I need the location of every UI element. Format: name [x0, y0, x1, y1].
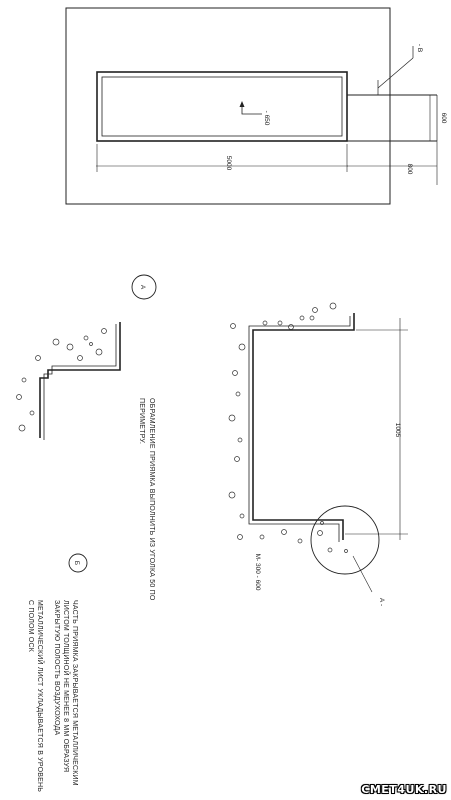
aggregate [235, 391, 241, 397]
aggregate [309, 315, 315, 321]
aggregate [77, 355, 83, 361]
dim-5000-label: 5000 [225, 156, 232, 171]
aggregate [344, 549, 348, 553]
aggregate [83, 335, 89, 341]
aggregate [299, 315, 305, 321]
marker-b-circle [68, 553, 88, 573]
aggregate [18, 424, 26, 432]
aggregate [29, 410, 35, 416]
aggregate [259, 534, 265, 540]
detail-circle [310, 505, 380, 575]
plan-view [65, 7, 438, 205]
detail-a-wall-inner [43, 324, 117, 440]
section-a-concrete [228, 302, 348, 553]
plan-border [65, 7, 391, 205]
dim-1005-label: 1005 [394, 423, 401, 438]
aggregate [228, 491, 236, 499]
detail-leader [352, 555, 373, 593]
aggregate [277, 320, 283, 326]
aggregate [238, 343, 246, 351]
aggregate [239, 513, 245, 519]
aggregate [16, 394, 22, 400]
marker-b-label: Б [73, 561, 80, 565]
section-a-wall-outer [252, 313, 355, 540]
aggregate [232, 370, 238, 376]
note-b-line2: ЛИСТОМ ТОЛЩИНОЙ НЕ МЕНЕЕ 8 ММ ОБРАЗУЯ [62, 600, 71, 772]
section-a-wall-inner [248, 316, 351, 542]
aggregate [230, 323, 236, 329]
aggregate [237, 437, 243, 443]
note-a-line2: ПЕРИМЕТРУ. [138, 398, 145, 444]
note-a-line1: ОБРАМЛЕНИЕ ПРИЯМКА ВЫПОЛНИТЬ ИЗ УГОЛКА 5… [148, 398, 155, 601]
detail-a-concrete [16, 328, 107, 432]
aggregate [288, 324, 294, 330]
marker-a-circle [131, 274, 157, 300]
depth-arrow [241, 103, 262, 115]
aggregate [21, 377, 27, 383]
depth-label: - 650 [263, 111, 270, 126]
pit-inner-outline [101, 76, 343, 137]
note-b-line4: МЕТАЛЛИЧЕСКИЙ ЛИСТ УКЛАДЫВАЕТСЯ В УРОВЕН… [36, 600, 45, 792]
aggregate [101, 328, 107, 334]
detail-a [39, 322, 121, 440]
aggregate [281, 529, 287, 535]
aggregate [52, 338, 60, 346]
marker-a-label: А [139, 285, 146, 290]
note-b-line5: С ПОЛОМ ОСК [27, 600, 34, 653]
dim-600-label: 600 [440, 113, 447, 124]
aggregate [317, 530, 323, 536]
aggregate [234, 456, 240, 462]
aggregate [312, 307, 318, 313]
pit-outline [96, 71, 348, 142]
aggregate [66, 343, 74, 351]
aggregate [297, 538, 303, 544]
aggregate [35, 355, 41, 361]
depth-arrow-head [239, 101, 245, 107]
aggregate [327, 547, 333, 553]
watermark: СМЕТ4UK.RU [361, 783, 447, 796]
aggregate [228, 414, 236, 422]
detail-a-wall-outer [39, 322, 121, 438]
section-b-leader [377, 57, 414, 89]
note-b-line1: ЧАСТЬ ПРИЯМКА ЗАКРЫВАЕТСЯ МЕТАЛЛИЧЕСКИМ [71, 600, 78, 786]
section-a-callout: А - [378, 598, 385, 606]
aggregate [320, 521, 324, 525]
aggregate [262, 320, 268, 326]
dim-800-label: 800 [406, 164, 413, 175]
aggregate [329, 302, 337, 310]
dim-width-label: М- 300 - 600 [254, 554, 261, 591]
note-b-line3: ЗАКРЫТУЮ ПОЛОСТЬ ВОЗДУХОХОДА [53, 600, 60, 735]
section-b-label: - В [416, 44, 423, 52]
aggregate [237, 534, 243, 540]
aggregate [95, 348, 103, 356]
aggregate [89, 342, 93, 346]
section-a [248, 313, 408, 593]
